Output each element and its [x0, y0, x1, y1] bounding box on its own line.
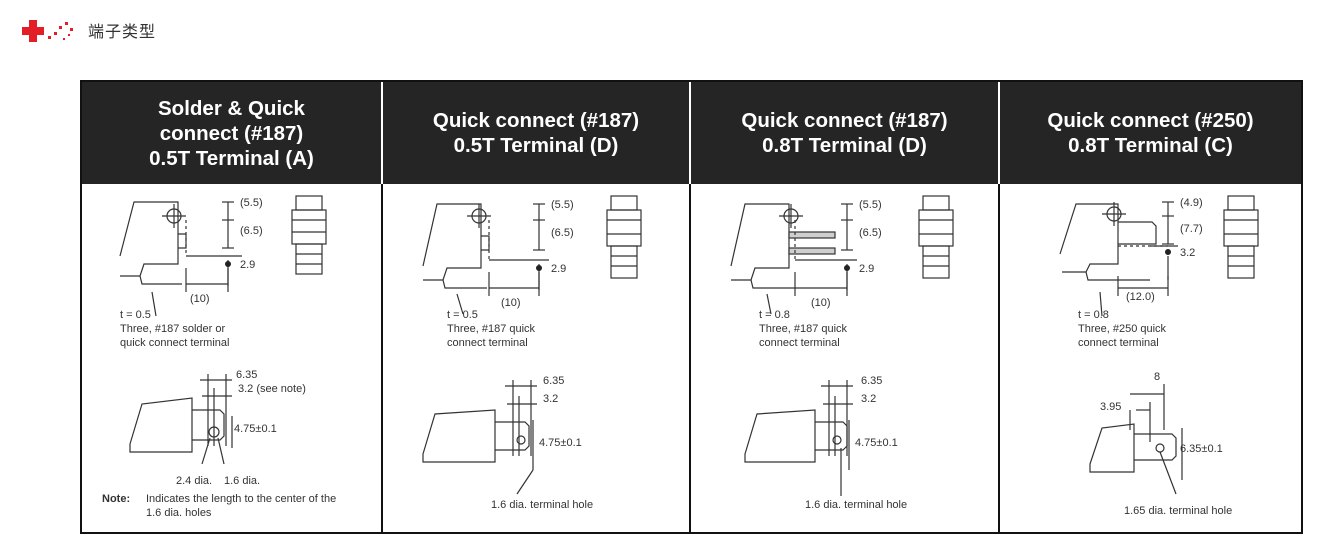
dim-label: 3.2 — [543, 393, 558, 405]
dim-label: 6.35 — [236, 369, 257, 381]
heading-title: 端子类型 — [88, 22, 157, 41]
hole-label: 1.6 dia. — [224, 475, 260, 487]
dim-label: 4.75±0.1 — [234, 423, 277, 435]
datum-dot — [225, 261, 231, 267]
column-header-solder-quick-187-05t: Solder & Quick connect (#187) 0.5T Termi… — [82, 82, 383, 184]
dim-label: (5.5) — [240, 197, 263, 209]
header-line: Quick connect (#187) — [432, 109, 640, 132]
dim-label: 6.35 — [543, 375, 564, 387]
column-header-quick-187-08t: Quick connect (#187) 0.8T Terminal (D) — [691, 82, 1000, 184]
header-line: 0.8T Terminal (D) — [762, 134, 927, 157]
terminal-drawing-b: (5.5) (6.5) 2.9 (10) t = 0.5 Three, #187… — [422, 195, 642, 511]
spec-line: Three, #187 quick — [759, 323, 848, 335]
diagram-cell-a: (5.5) (6.5) 2.9 (10) t = 0.5 Three, #187… — [82, 184, 383, 532]
spec-line: connect terminal — [447, 337, 528, 349]
diagram-cell-c: (5.5) (6.5) 2.9 (10) t = 0.8 Three, #187… — [691, 184, 1000, 532]
spec-line: Three, #250 quick — [1078, 323, 1167, 335]
hole-label: 2.4 dia. — [176, 475, 212, 487]
section-heading: 端子类型 — [18, 14, 156, 46]
spec-line: t = 0.8 — [1078, 309, 1109, 321]
dim-label: 8 — [1154, 371, 1160, 383]
dim-label: (6.5) — [551, 227, 574, 239]
dim-label: 2.9 — [240, 259, 255, 271]
dim-label: (10) — [190, 293, 210, 305]
dim-label: (7.7) — [1180, 223, 1203, 235]
dim-label: (6.5) — [859, 227, 882, 239]
dim-label: (6.5) — [240, 225, 263, 237]
header-line: 0.5T Terminal (D) — [453, 134, 619, 157]
terminal-drawing-d: (4.9) (7.7) 3.2 (12.0) t = 0.8 Three, #2… — [1059, 195, 1259, 517]
dim-label: (10) — [811, 297, 831, 309]
header-line: Quick connect (#187) — [741, 109, 948, 132]
diagram-cell-d: (4.9) (7.7) 3.2 (12.0) t = 0.8 Three, #2… — [1000, 184, 1301, 532]
dim-label: 2.9 — [551, 263, 566, 275]
dim-label: 3.2 — [1180, 247, 1195, 259]
terminal-drawing-a: (5.5) (6.5) 2.9 (10) t = 0.5 Three, #187… — [102, 195, 336, 519]
caption: 1.65 dia. terminal hole — [1124, 505, 1232, 517]
dim-label: 3.2 — [861, 393, 876, 405]
dim-label: (5.5) — [551, 199, 574, 211]
dim-label: (4.9) — [1180, 197, 1203, 209]
spec-line: t = 0.8 — [759, 309, 790, 321]
note-label: Note: — [102, 493, 130, 505]
note-line: 1.6 dia. holes — [146, 507, 212, 519]
header-line: connect (#187) — [159, 121, 304, 145]
red-cross-sparkle-logo — [18, 14, 76, 46]
dim-label: 6.35 — [861, 375, 882, 387]
dim-label: 3.2 (see note) — [238, 383, 306, 395]
header-line: 0.8T Terminal (C) — [1068, 134, 1233, 157]
dim-label: 6.35±0.1 — [1180, 443, 1223, 455]
caption: 1.6 dia. terminal hole — [491, 499, 593, 511]
dim-label: 2.9 — [859, 263, 874, 275]
dim-label: (10) — [501, 297, 521, 309]
datum-dot — [536, 265, 542, 271]
column-header-quick-187-05t: Quick connect (#187) 0.5T Terminal (D) — [383, 82, 691, 184]
dim-label: 3.95 — [1100, 401, 1121, 413]
spec-line: t = 0.5 — [120, 309, 151, 321]
spec-line: Three, #187 quick — [447, 323, 536, 335]
datum-dot — [844, 265, 850, 271]
column-header-quick-250-08t: Quick connect (#250) 0.8T Terminal (C) — [1000, 82, 1301, 184]
terminal-drawing-c: (5.5) (6.5) 2.9 (10) t = 0.8 Three, #187… — [730, 195, 954, 511]
caption: 1.6 dia. terminal hole — [805, 499, 907, 511]
spec-line: Three, #187 solder or — [120, 323, 226, 335]
diagram-cell-b: (5.5) (6.5) 2.9 (10) t = 0.5 Three, #187… — [383, 184, 691, 532]
dim-label: 4.75±0.1 — [539, 437, 582, 449]
header-line: 0.5T Terminal (A) — [149, 146, 314, 170]
spec-line: t = 0.5 — [447, 309, 478, 321]
spec-line: connect terminal — [759, 337, 840, 349]
dim-label: (5.5) — [859, 199, 882, 211]
spec-line: quick connect terminal — [120, 337, 229, 349]
terminal-type-table: Solder & Quick connect (#187) 0.5T Termi… — [80, 80, 1303, 534]
header-line: Solder & Quick — [158, 96, 305, 120]
datum-dot — [1165, 249, 1171, 255]
dim-label: (12.0) — [1126, 291, 1155, 303]
dim-label: 4.75±0.1 — [855, 437, 898, 449]
header-line: Quick connect (#250) — [1047, 109, 1254, 132]
spec-line: connect terminal — [1078, 337, 1159, 349]
note-line: Indicates the length to the center of th… — [146, 493, 336, 505]
